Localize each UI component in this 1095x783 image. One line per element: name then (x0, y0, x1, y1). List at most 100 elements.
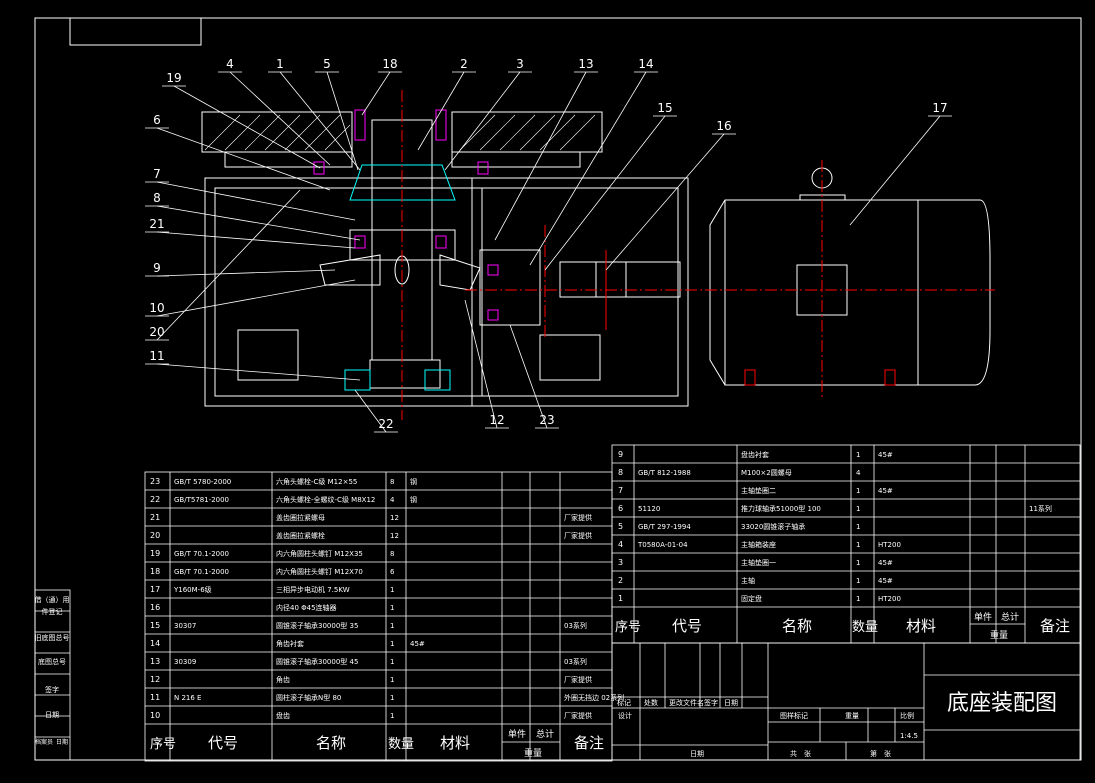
bom-qty: 1 (856, 541, 860, 549)
balloon-19: 19 (166, 71, 181, 85)
leader-line-21 (156, 231, 356, 249)
bom-qty: 1 (390, 604, 394, 612)
leader-line-18 (361, 71, 391, 116)
leader-line-8 (156, 205, 361, 241)
bom-name: 盘齿 (276, 711, 290, 720)
bom-no: 9 (618, 450, 623, 459)
side-label: 签字 (45, 685, 59, 694)
leader-line-19 (173, 85, 321, 169)
balloon-11: 11 (149, 349, 164, 363)
side-block-text: 借（通）用件登记旧底图总号底图总号签字日期档案员日期 (35, 595, 70, 746)
leader-line-11 (156, 363, 361, 381)
balloon-9: 9 (153, 261, 161, 275)
bom-head-unit: 单件 (508, 728, 526, 740)
bom-name: 六角头螺栓-C级 M12×55 (276, 477, 357, 486)
sheets-label: 共 张 (790, 749, 811, 758)
side-label: 日期 (56, 738, 68, 746)
bom-code: GB/T 812-1988 (638, 469, 691, 477)
bom-no: 16 (150, 603, 160, 612)
side-label: 借（通）用 (35, 595, 70, 604)
bom-no: 11 (150, 693, 160, 702)
side-label: 档案员 (35, 738, 53, 746)
bom-no: 12 (150, 675, 160, 684)
bom-material: HT200 (878, 595, 901, 603)
bom-no: 14 (150, 639, 160, 648)
leader-line-5 (326, 71, 359, 171)
bom-qty: 1 (390, 640, 394, 648)
side-label: 件登记 (42, 607, 63, 616)
bom-qty: 1 (856, 505, 860, 513)
balloon-22: 22 (378, 417, 393, 431)
bom-head-code: 代号 (672, 617, 702, 635)
leader-line-4 (229, 71, 331, 166)
balloon-5: 5 (323, 57, 331, 71)
main-shaft (319, 119, 681, 391)
leader-line-6 (156, 127, 331, 191)
bom-qty: 8 (390, 550, 394, 558)
balloon-1: 1 (276, 57, 284, 71)
bom-note: 厂家提供 (564, 675, 592, 684)
bom-qty: 4 (390, 496, 395, 504)
bom-head-qty: 数量 (388, 737, 414, 752)
bom-no: 2 (618, 576, 623, 585)
bom-name: 固定盘 (741, 594, 762, 603)
balloon-21: 21 (149, 217, 164, 231)
leader-line-15 (544, 115, 666, 271)
bom-head-material: 材料 (440, 734, 470, 752)
bom-name: 六角头螺栓-全螺纹-C级 M8X12 (276, 495, 375, 504)
title-block-text: 标记处数更改文件名签字日期设计日期图样标记重量比例1:4.5共 张第 张底座装配… (617, 691, 1057, 758)
bom-name: 盘齿衬套 (741, 450, 769, 459)
leader-line-16 (605, 133, 725, 271)
bom-material: 钢 (410, 477, 417, 486)
bom-left-frame (144, 471, 613, 762)
balloon-8: 8 (153, 191, 161, 205)
bom-name: 主轴垫圈一 (741, 558, 776, 567)
balloon-18: 18 (382, 57, 397, 71)
bom-name: 角齿 (276, 675, 290, 684)
bom-no: 1 (618, 594, 623, 603)
bom-qty: 1 (390, 622, 394, 630)
bom-no: 22 (150, 495, 160, 504)
bom-head-no: 序号 (615, 620, 641, 635)
balloon-12: 12 (489, 413, 504, 427)
bom-no: 15 (150, 621, 160, 630)
balloon-17: 17 (932, 101, 947, 115)
balloon-23: 23 (539, 413, 554, 427)
bom-name: 圆锥滚子轴承30000型 45 (276, 657, 358, 666)
bom-code: T0580A-01-04 (637, 541, 688, 549)
bom-head-total: 总计 (1001, 611, 1019, 623)
bom-head-material: 材料 (906, 617, 936, 635)
bom-no: 17 (150, 585, 160, 594)
bom-code: N 216 E (174, 694, 201, 702)
leader-line-14 (529, 71, 647, 266)
mark-label: 签字 (704, 698, 718, 707)
side-block (34, 589, 71, 761)
mark-label: 处数 (644, 698, 658, 707)
bom-note: 03系列 (564, 621, 587, 630)
balloon-16: 16 (716, 119, 731, 133)
bom-note: 厂家提供 (564, 711, 592, 720)
bom-qty: 1 (390, 586, 394, 594)
bom-name: 内六角圆柱头螺钉 M12X35 (276, 549, 363, 558)
bom-note: 外圈无挡边 02系列 (564, 693, 624, 702)
bom-qty: 1 (856, 487, 860, 495)
leader-line-10 (156, 279, 356, 317)
stage-label: 图样标记 (780, 711, 808, 720)
bom-head-no: 序号 (150, 737, 176, 752)
bom-name: 圆柱滚子轴承N型 80 (276, 693, 341, 702)
bom-code: 51120 (638, 505, 660, 513)
balloon-6: 6 (153, 113, 161, 127)
bom-qty: 1 (856, 577, 860, 585)
bom-note: 03系列 (564, 657, 587, 666)
sheet-no-label: 第 张 (870, 749, 891, 758)
bom-head-note: 备注 (574, 734, 604, 752)
balloon-13: 13 (578, 57, 593, 71)
leader-line-20 (156, 189, 301, 341)
bom-qty: 1 (856, 523, 860, 531)
center-lines (401, 90, 995, 420)
scale-value: 1:4.5 (900, 732, 918, 740)
scale-label: 比例 (900, 711, 914, 720)
bom-code: 30307 (174, 622, 196, 630)
